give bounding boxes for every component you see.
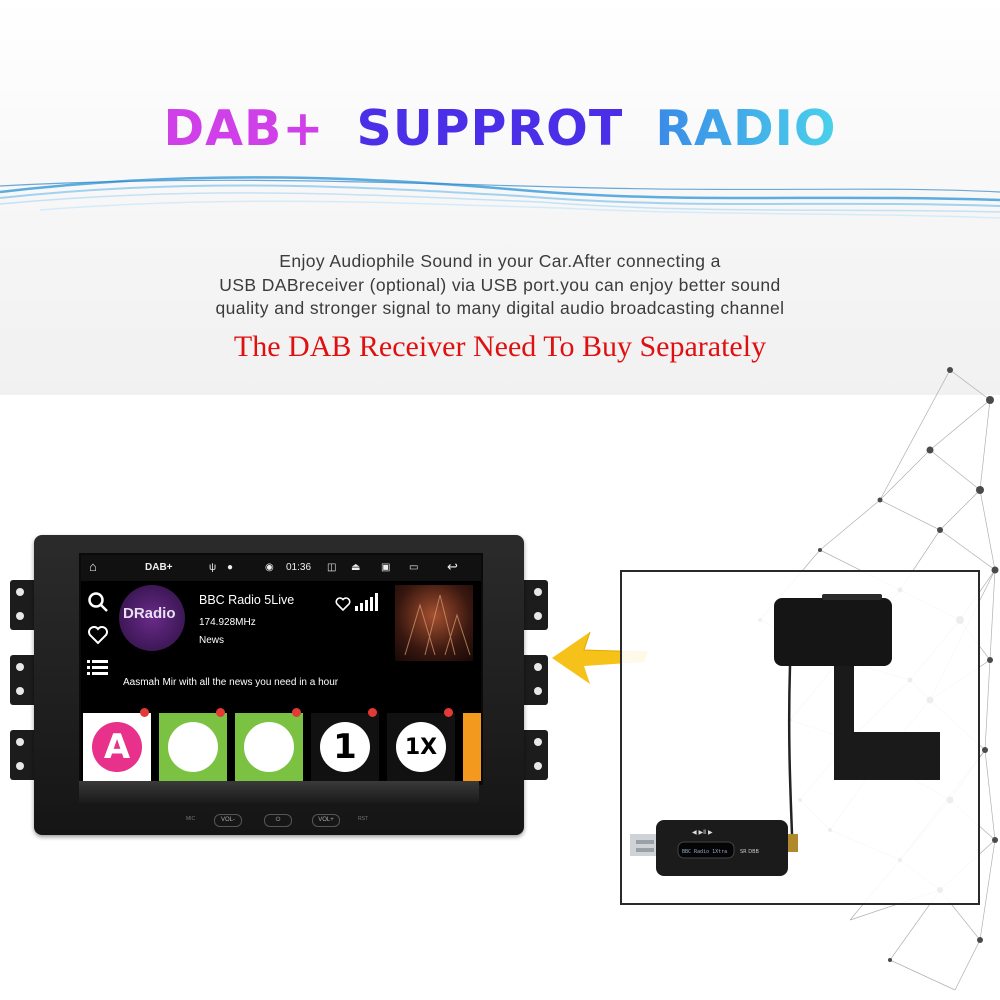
list-icon[interactable] bbox=[87, 659, 109, 677]
dab-receiver-panel: BBC Radio 1Xtra ◀ ▶Ⅱ ▶ SR DBB bbox=[620, 570, 980, 905]
receiver-mode-text: SR DBB bbox=[740, 849, 760, 855]
station-name: BBC Radio 5Live bbox=[199, 593, 295, 607]
station-tile-glyph: A bbox=[92, 722, 142, 772]
wave-decoration bbox=[0, 176, 1000, 219]
station-tile[interactable]: 1BBC Radio 1 bbox=[309, 705, 381, 783]
camera-icon[interactable]: ◫ bbox=[327, 562, 337, 573]
head-unit-bezel: ⌂ DAB+ ψ ● ◉ 01:36 ◫ ⏏ ▣ ▭ ↩ DRadio BBC … bbox=[34, 535, 524, 835]
station-tile[interactable]: ABBC AsianNetwork bbox=[81, 705, 153, 783]
antenna-cable bbox=[787, 665, 794, 835]
station-tile[interactable]: 5BBC R5LiveSportX bbox=[233, 705, 305, 783]
window-icon[interactable]: ▭ bbox=[409, 562, 419, 573]
head-unit: ⌂ DAB+ ψ ● ◉ 01:36 ◫ ⏏ ▣ ▭ ↩ DRadio BBC … bbox=[10, 535, 550, 835]
dab-receiver-illustration: BBC Radio 1Xtra ◀ ▶Ⅱ ▶ SR DBB bbox=[630, 594, 940, 876]
signal-strength-icon bbox=[355, 593, 378, 611]
notice-text: The DAB Receiver Need To Buy Separately bbox=[233, 330, 767, 363]
receiver-buttons: ◀ ▶Ⅱ ▶ bbox=[692, 829, 713, 836]
location-icon: ◉ bbox=[265, 562, 274, 573]
description: Enjoy Audiophile Sound in your Car.After… bbox=[100, 250, 900, 321]
station-frequency: 174.928MHz bbox=[199, 617, 256, 628]
reset-label: RST bbox=[358, 816, 368, 822]
favorite-badge-icon[interactable] bbox=[444, 708, 453, 717]
head-unit-screen: ⌂ DAB+ ψ ● ◉ 01:36 ◫ ⏏ ▣ ▭ ↩ DRadio BBC … bbox=[79, 553, 483, 785]
station-logo-text: DRadio bbox=[123, 605, 176, 622]
station-tile[interactable]: BBC bbox=[461, 705, 481, 783]
station-tile-glyph: 1X bbox=[396, 722, 446, 772]
station-tile[interactable]: 5BBC R5LiveSportX bbox=[157, 705, 229, 783]
station-genre: News bbox=[199, 635, 225, 646]
headline: DAB+ SUPPROT RADIO bbox=[0, 100, 1000, 157]
headline-dab: DAB+ bbox=[163, 100, 325, 157]
search-icon[interactable] bbox=[87, 591, 109, 613]
receiver-display-text: BBC Radio 1Xtra bbox=[682, 849, 727, 855]
station-tile-glyph: 1 bbox=[320, 722, 370, 772]
description-line-1: Enjoy Audiophile Sound in your Car.After… bbox=[279, 251, 721, 271]
antenna-module bbox=[774, 598, 892, 666]
receiver-display bbox=[677, 841, 735, 859]
station-tile-glyph: 5 bbox=[168, 722, 218, 772]
status-bar: ⌂ DAB+ ψ ● ◉ 01:36 ◫ ⏏ ▣ ▭ ↩ bbox=[81, 555, 481, 581]
scrolling-info: Aasmah Mir with all the news you need in… bbox=[123, 677, 339, 688]
usb-plug bbox=[630, 834, 660, 856]
station-tile[interactable]: 1XBBC Radio 1Xtra bbox=[385, 705, 457, 783]
station-tile-logo: 1 bbox=[311, 713, 379, 781]
volume-down-button[interactable]: VOL- bbox=[214, 814, 242, 827]
favorite-badge-icon[interactable] bbox=[292, 708, 301, 717]
power-button[interactable]: ⏻ bbox=[264, 814, 292, 827]
usb-icon: ψ bbox=[209, 562, 217, 573]
clock-time: 01:36 bbox=[286, 562, 312, 573]
cast-icon[interactable]: ▣ bbox=[381, 562, 391, 573]
station-tile-logo bbox=[463, 713, 481, 781]
volume-up-button[interactable]: VOL+ bbox=[312, 814, 340, 827]
favorite-badge-icon[interactable] bbox=[368, 708, 377, 717]
description-line-3: quality and stronger signal to many digi… bbox=[215, 298, 785, 318]
station-tile-glyph: 5 bbox=[244, 722, 294, 772]
back-icon[interactable]: ↩ bbox=[447, 559, 458, 574]
favorite-badge-icon[interactable] bbox=[216, 708, 225, 717]
antenna-strip bbox=[834, 666, 940, 780]
station-tile-logo: 1X bbox=[387, 713, 455, 781]
screen-lower-bezel bbox=[79, 781, 479, 803]
home-icon[interactable]: ⌂ bbox=[89, 559, 97, 574]
station-logo: DRadio bbox=[119, 585, 185, 651]
headline-support: SUPPROT bbox=[356, 100, 624, 157]
mic-label: MIC bbox=[186, 816, 196, 822]
headline-radio: RADIO bbox=[655, 100, 837, 157]
app-title: DAB+ bbox=[145, 562, 173, 573]
description-line-2: USB DABreceiver (optional) via USB port.… bbox=[219, 274, 781, 295]
heart-icon[interactable] bbox=[335, 597, 351, 611]
station-tile-logo: 5 bbox=[235, 713, 303, 781]
notification-icon: ● bbox=[227, 562, 234, 573]
favorite-badge-icon[interactable] bbox=[140, 708, 149, 717]
eject-icon[interactable]: ⏏ bbox=[351, 562, 361, 573]
favorite-icon[interactable] bbox=[87, 625, 109, 645]
station-tile-logo: A bbox=[83, 713, 151, 781]
station-tile-logo: 5 bbox=[159, 713, 227, 781]
album-art bbox=[395, 585, 473, 661]
